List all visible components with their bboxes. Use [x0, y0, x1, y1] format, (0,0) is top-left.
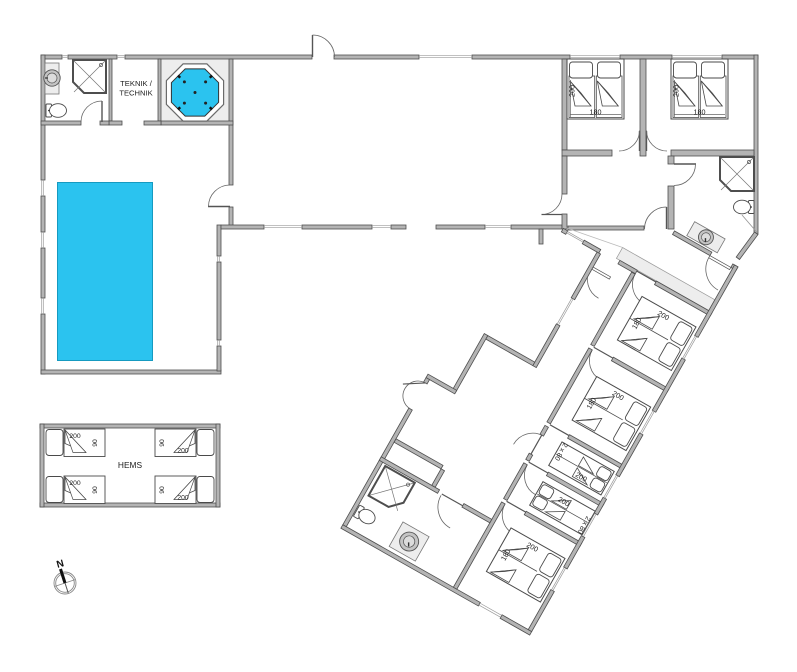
- svg-text:90: 90: [92, 486, 99, 494]
- svg-text:180: 180: [694, 108, 706, 117]
- svg-text:90: 90: [159, 439, 166, 447]
- svg-text:TECHNIK: TECHNIK: [119, 89, 152, 98]
- svg-text:HEMS: HEMS: [118, 460, 143, 470]
- svg-text:90: 90: [159, 486, 166, 494]
- svg-text:90: 90: [92, 439, 99, 447]
- svg-text:200: 200: [69, 480, 81, 487]
- svg-text:200: 200: [568, 85, 577, 97]
- svg-text:TEKNIK /: TEKNIK /: [120, 79, 153, 88]
- svg-text:200: 200: [69, 433, 81, 440]
- svg-text:180: 180: [590, 108, 602, 117]
- svg-text:200: 200: [177, 495, 189, 502]
- svg-text:200: 200: [672, 85, 681, 97]
- svg-text:N: N: [55, 558, 65, 570]
- svg-text:200: 200: [177, 448, 189, 455]
